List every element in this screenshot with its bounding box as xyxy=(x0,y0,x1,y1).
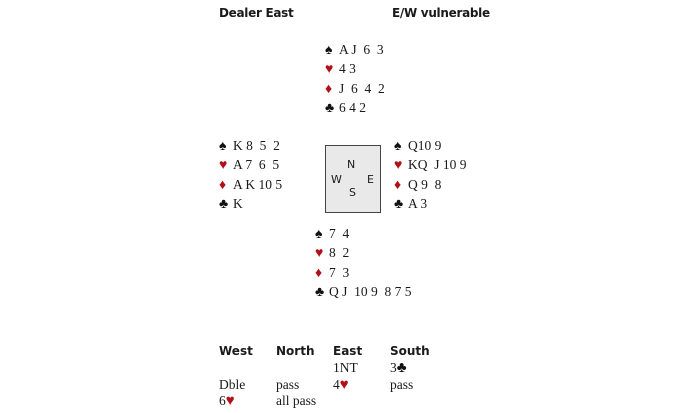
clubs-icon: ♣ xyxy=(315,284,325,300)
spades-icon: ♠ xyxy=(219,139,227,154)
auction-header: South xyxy=(390,344,430,358)
call-text: 6 xyxy=(219,393,226,408)
vulnerability-label: E/W vulnerable xyxy=(392,6,490,20)
auction-header: North xyxy=(276,344,315,358)
compass-box: N W E S xyxy=(325,145,381,213)
west-spades-cards: K 8 5 2 xyxy=(233,138,280,153)
west-hand: ♠K 8 5 2♥A 7 6 5♦A K 10 5♣K xyxy=(219,136,282,213)
west-diamonds-row: ♦ A K 10 5 xyxy=(219,175,282,194)
east-spades-row: ♠ Q10 9 xyxy=(394,136,467,155)
north-hearts-cards: 4 3 xyxy=(339,61,356,77)
spades-icon: ♠ xyxy=(315,227,323,242)
north-clubs-row: ♣6 4 2 xyxy=(325,98,385,117)
call-text: pass xyxy=(390,376,414,392)
clubs-icon: ♣ xyxy=(396,360,407,376)
north-hearts-row: ♥ 4 3 xyxy=(325,59,385,78)
auction-call: 3♣ xyxy=(390,360,430,377)
west-clubs-row: ♣K xyxy=(219,194,282,213)
south-spades-cards: 7 4 xyxy=(329,226,350,241)
diamonds-icon: ♦ xyxy=(315,265,323,281)
auction-header: East xyxy=(333,344,363,358)
south-diamonds-row: ♦ 7 3 xyxy=(315,263,412,282)
auction-call: pass xyxy=(276,377,316,394)
auction-column-south: South 3♣pass xyxy=(390,344,430,410)
auction-call: 4♥ xyxy=(333,377,362,394)
south-clubs-row: ♣Q J 10 9 8 7 5 xyxy=(315,282,412,301)
west-diamonds-cards: A K 10 5 xyxy=(233,176,283,192)
west-clubs-cards: K xyxy=(233,195,243,211)
auction-call xyxy=(390,393,430,410)
auction-call: pass xyxy=(390,377,430,394)
clubs-icon: ♣ xyxy=(394,196,404,212)
hearts-icon: ♥ xyxy=(325,62,334,78)
south-diamonds-cards: 7 3 xyxy=(329,264,350,280)
auction-call: 6♥ xyxy=(219,393,253,410)
east-clubs-cards: A 3 xyxy=(408,195,428,211)
auction-call xyxy=(333,393,362,410)
north-spades-cards: A J 6 3 xyxy=(339,42,384,57)
call-text: 1NT xyxy=(333,360,358,375)
auction-call: 1NT xyxy=(333,360,362,377)
hearts-icon: ♥ xyxy=(225,393,235,409)
call-text: 4 xyxy=(333,376,340,392)
compass-south: S xyxy=(349,186,356,199)
diamonds-icon: ♦ xyxy=(325,81,333,97)
call-text: 3 xyxy=(390,360,397,375)
call-text: pass xyxy=(276,376,300,392)
north-clubs-cards: 6 4 2 xyxy=(339,99,366,115)
auction-header: West xyxy=(219,344,253,358)
east-diamonds-cards: Q 9 8 xyxy=(408,176,442,192)
south-hearts-row: ♥ 8 2 xyxy=(315,243,412,262)
west-spades-row: ♠ K 8 5 2 xyxy=(219,136,282,155)
dealer-label: Dealer East xyxy=(219,6,294,20)
hearts-icon: ♥ xyxy=(339,376,349,393)
south-hearts-cards: 8 2 xyxy=(329,245,350,261)
east-hand: ♠Q10 9♥KQ J 10 9♦Q 9 8♣A 3 xyxy=(394,136,467,213)
spades-icon: ♠ xyxy=(394,139,402,154)
diamonds-icon: ♦ xyxy=(219,177,227,193)
compass-west: W xyxy=(331,173,342,186)
south-clubs-cards: Q J 10 9 8 7 5 xyxy=(329,283,412,299)
east-hearts-row: ♥ KQ J 10 9 xyxy=(394,155,467,174)
compass-east: E xyxy=(367,173,374,186)
hearts-icon: ♥ xyxy=(315,246,324,262)
east-spades-cards: Q10 9 xyxy=(408,138,442,153)
east-hearts-cards: KQ J 10 9 xyxy=(408,157,467,173)
auction-call: Dble xyxy=(219,377,253,394)
auction-call: all pass xyxy=(276,393,316,410)
south-hand: ♠7 4♥8 2♦7 3♣Q J 10 9 8 7 5 xyxy=(315,224,412,301)
call-text: all pass xyxy=(276,393,317,408)
west-hearts-cards: A 7 6 5 xyxy=(233,157,280,173)
clubs-icon: ♣ xyxy=(325,100,335,116)
hearts-icon: ♥ xyxy=(219,158,228,174)
north-diamonds-row: ♦ J 6 4 2 xyxy=(325,79,385,98)
call-text: Dble xyxy=(219,376,246,392)
hearts-icon: ♥ xyxy=(394,158,403,174)
north-diamonds-cards: J 6 4 2 xyxy=(339,80,385,96)
south-spades-row: ♠ 7 4 xyxy=(315,224,412,243)
spades-icon: ♠ xyxy=(325,43,333,58)
clubs-icon: ♣ xyxy=(219,196,229,212)
east-diamonds-row: ♦ Q 9 8 xyxy=(394,175,467,194)
north-hand: ♠A J 6 3♥4 3♦J 6 4 2♣6 4 2 xyxy=(325,40,385,117)
compass-north: N xyxy=(347,158,356,171)
east-clubs-row: ♣A 3 xyxy=(394,194,467,213)
auction-call xyxy=(219,360,253,377)
west-hearts-row: ♥ A 7 6 5 xyxy=(219,155,282,174)
auction-call xyxy=(276,360,316,377)
diamonds-icon: ♦ xyxy=(394,177,402,193)
north-spades-row: ♠ A J 6 3 xyxy=(325,40,385,59)
